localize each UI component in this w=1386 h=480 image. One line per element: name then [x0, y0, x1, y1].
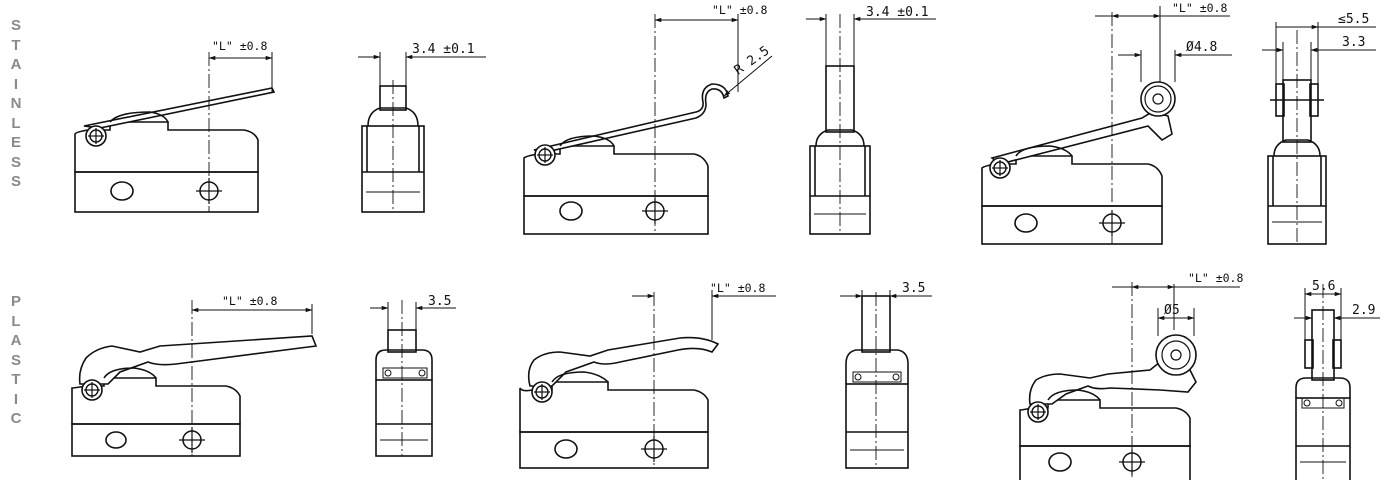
dimension-label: "L" ±0.8	[712, 3, 767, 17]
dimension-label: 3.5	[902, 281, 925, 296]
plastic-roller-lever-switch-side: 5.6 2.9	[1294, 279, 1380, 480]
plastic-letter: I	[13, 390, 19, 408]
stainless-letter: E	[10, 134, 21, 151]
stainless-letter: T	[11, 36, 21, 54]
plastic-letter: A	[10, 332, 22, 349]
dimension-label: 3.5	[428, 294, 451, 309]
plastic-letter: T	[11, 371, 21, 388]
stainless-letter: I	[13, 75, 19, 93]
dimension-label: "L" ±0.8	[710, 281, 765, 295]
stainless-bent-lever-switch-side: 3.4 ±0.1	[806, 5, 936, 235]
stainless-lever-switch-front: "L" ±0.8	[74, 39, 276, 213]
stainless-letter: S	[10, 153, 21, 171]
plastic-curved-lever-switch-side: 3.5	[840, 281, 932, 469]
dimension-label: "L" ±0.8	[1172, 1, 1227, 15]
dimension-label: 2.9	[1352, 303, 1375, 318]
dimension-label: "L" ±0.8	[1188, 271, 1243, 285]
stainless-letter: A	[10, 56, 22, 73]
plastic-lever-switch-front: "L" ±0.8	[71, 294, 318, 457]
plastic-lever-switch-side: 3.5	[370, 294, 456, 457]
plastic-letter: P	[10, 293, 21, 310]
stainless-lever-switch-side: 3.4 ±0.1	[358, 42, 486, 213]
dimension-label: "L" ±0.8	[212, 39, 267, 53]
plastic-curved-lever-switch-front: "L" ±0.8	[519, 281, 776, 469]
plastic-letter: L	[11, 312, 21, 330]
dimension-label: 5.6	[1312, 279, 1335, 294]
stainless-letter: N	[10, 95, 22, 112]
stainless-bent-lever-switch-front: "L" ±0.8 R 2.5	[523, 3, 772, 235]
dimension-label: 3.3	[1342, 35, 1365, 50]
dimension-label: "L" ±0.8	[222, 294, 277, 308]
plastic-roller-lever-switch-front: "L" ±0.8 Ø5	[1019, 271, 1243, 480]
stainless-letter: L	[11, 114, 21, 132]
dimension-label: Ø5	[1164, 303, 1180, 318]
plastic-label: P L A S T I C	[8, 292, 24, 429]
plastic-letter: C	[10, 410, 22, 427]
stainless-roller-lever-switch-side: ≤5.5 3.3	[1262, 12, 1376, 245]
stainless-roller-lever-switch-front: "L" ±0.8 Ø4.8	[981, 1, 1232, 245]
stainless-letter: S	[10, 17, 21, 34]
plastic-letter: S	[10, 351, 21, 369]
dimension-label: Ø4.8	[1186, 40, 1217, 55]
dimension-label: 3.4 ±0.1	[866, 5, 929, 20]
dimension-label: 3.4 ±0.1	[412, 42, 475, 57]
stainless-label: S T A I N L E S S	[8, 16, 24, 192]
stainless-letter: S	[10, 173, 21, 190]
dimension-label: ≤5.5	[1338, 12, 1369, 27]
